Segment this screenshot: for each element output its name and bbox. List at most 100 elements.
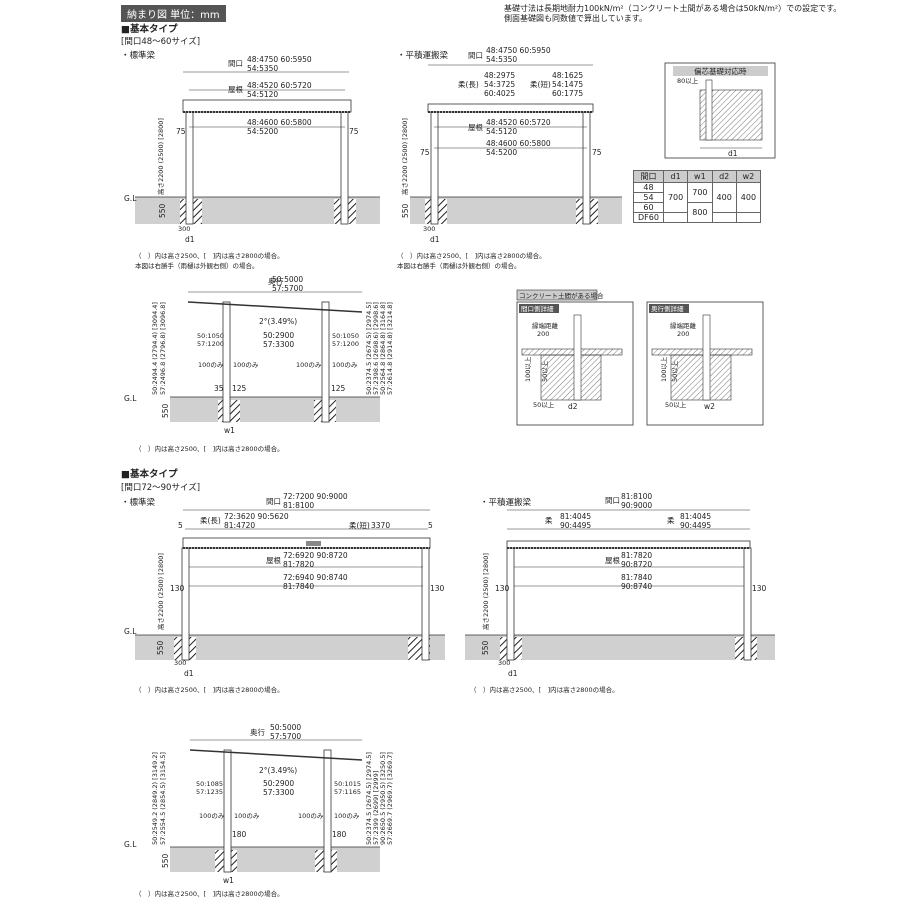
box-b-50b: 50以上 — [533, 400, 555, 409]
dim-inner2: 90:8740 — [621, 582, 652, 591]
box-b-50c: 50以上 — [670, 360, 679, 382]
note-d2-1: （ ）内は高さ2500、[ ]内は高さ2800の場合。 — [397, 251, 546, 260]
dim-post: 300 — [498, 659, 510, 667]
post-right — [323, 749, 332, 873]
note-d3: （ ）内は高さ2500、[ ]内は高さ2800の場合。 — [135, 444, 284, 453]
post-left — [223, 749, 232, 873]
dim-e5-right: 5 — [428, 521, 433, 530]
box-b-50: 50以上 — [540, 360, 549, 382]
dim-b2: 90:4495 — [560, 521, 591, 530]
label-gl: G.L — [124, 394, 137, 403]
dim-top: 81:8100 — [621, 492, 652, 501]
label-gl: G.L — [124, 840, 137, 849]
dim-rh2: 57:2399 (2699) [2999] — [372, 771, 380, 845]
ground — [170, 847, 380, 872]
note-d4: （ ）内は高さ2500、[ ]内は高さ2800の場合。 — [135, 685, 284, 694]
dim-x3: 125 — [331, 384, 346, 393]
roof-slope — [187, 301, 363, 313]
dim-l2: 57:1235 — [196, 788, 223, 796]
dim-r2: 57:1165 — [334, 788, 361, 796]
label-roof: 屋根 — [228, 84, 243, 94]
label-mag: 間口 — [605, 496, 620, 505]
post-left — [222, 301, 231, 423]
dim-r2: 57:1200 — [332, 340, 359, 348]
dim-inner2: 54:5200 — [247, 127, 278, 136]
dim-lh: 50:2494.4 (2794.4) [3094.4] — [151, 302, 159, 395]
dim-foot: 550 — [161, 853, 170, 868]
dim-only100: 100のみ — [298, 812, 324, 820]
drawing-side-72-90: 奥行 50:5000 57:5700 2°(3.49%) 50:1085 57:… — [124, 723, 394, 885]
dim-rh3: 50:2564.8 (2864.8) [3164.8] — [379, 302, 387, 395]
dim-bl2: 81:4720 — [224, 521, 255, 530]
dim-rh4: 57:2614.8 (2914.8) [3214.8] — [386, 302, 394, 395]
dim-beam-l2: 54:3725 — [484, 80, 515, 89]
dim-b2b: 90:4495 — [680, 521, 711, 530]
foundation-note-2: 側面基礎図も同数値で算出しています。 — [504, 14, 647, 23]
dim-lh2: 57:2554.5 (2854.5) [3154.5] — [159, 752, 167, 845]
dim-d1: d1 — [184, 669, 194, 678]
box-a-dim: 80以上 — [677, 76, 699, 85]
label-roof: 屋根 — [605, 555, 620, 565]
dim-b1b: 81:4045 — [680, 512, 711, 521]
dim-bl: 72:3620 90:5620 — [224, 512, 289, 521]
drawing-standard-72-90: 間口 72:7200 90:9000 81:8100 柔(長) 72:3620 … — [124, 492, 445, 678]
dim-top2: 54:5350 — [247, 64, 278, 73]
label-standard-1: ・標準梁 — [121, 51, 156, 61]
dim-rh4: 57:2669.7 (2969.7) [3269.7] — [386, 752, 394, 845]
dim-e5-left: 5 — [178, 521, 183, 530]
dim-roof: 72:6920 90:8720 — [283, 551, 348, 560]
post-left — [506, 547, 515, 661]
box-b-100: 100以上 — [523, 356, 532, 382]
dim-only100: 100のみ — [198, 361, 224, 369]
drawing-parallel-48-60: 間口 48:4750 60:5950 54:5350 柔(長) 48:2975 … — [400, 46, 622, 244]
dim-roof: 48:4520 60:5720 — [247, 81, 312, 90]
dim-slope: 2°(3.49%) — [259, 317, 297, 326]
post-right — [421, 547, 430, 661]
foundation-spec-table: 間口 d1 w1 d2 w2 48 700 700 400 400 54 60 … — [633, 170, 762, 223]
box-b-200b: 200 — [677, 330, 689, 338]
dim-rh3: 90:2650.5 (2950.5) [3250.5] — [379, 752, 387, 845]
dim-only100: 100のみ — [199, 812, 225, 820]
label-gl: G.L — [124, 627, 137, 636]
post-right — [743, 547, 752, 661]
box-b-p2: 奥行側詳細 — [651, 304, 684, 313]
dim-only100: 100のみ — [234, 812, 260, 820]
note-d1-2: 本図は右勝手（雨樋は外観右側）の場合。 — [135, 261, 259, 270]
label-depth: 奥行 — [250, 727, 265, 737]
dim-foot: 550 — [156, 640, 165, 655]
dim-d1: d1 — [430, 235, 440, 244]
box-b-200: 200 — [537, 330, 549, 338]
drawing-side-48-60: 奥行 50:5000 57:5700 2°(3.49%) 50:1050 57:… — [124, 275, 394, 435]
box-b-title: コンクリート土間がある場合 — [519, 291, 604, 300]
dim-lh2: 57:2496.8 (2796.8) [3096.8] — [159, 302, 167, 395]
section-title-1: ■基本タイプ — [121, 24, 178, 35]
dim-b1: 81:4045 — [560, 512, 591, 521]
label-beam-short: 柔(短) — [349, 520, 370, 530]
dim-edge-left: 75 — [176, 127, 186, 136]
dim-depth2: 57:5700 — [270, 732, 301, 741]
spec-cell — [662, 212, 689, 223]
dim-top2: 81:8100 — [283, 501, 314, 510]
dim-c2: 57:3300 — [263, 788, 294, 797]
box-b-100b: 100以上 — [659, 356, 668, 382]
box-b-50d: 50以上 — [665, 400, 687, 409]
dim-x1: 180 — [232, 830, 247, 839]
dim-height: 高さ2200 (2500) [2800] — [481, 553, 490, 630]
dim-130-right: 130 — [752, 584, 767, 593]
dim-x2: 180 — [332, 830, 347, 839]
label-parallel-1: ・平積運搬梁 — [397, 51, 449, 61]
dim-roof2: 90:8720 — [621, 560, 652, 569]
label-depth: 奥行 — [268, 276, 283, 286]
dim-l2: 57:1200 — [197, 340, 224, 348]
section-range-2: [間口72〜90サイズ] — [121, 483, 201, 493]
box-a-title: 偏芯基礎対応時 — [694, 66, 747, 76]
label-mag: 間口 — [468, 51, 483, 60]
dim-top: 48:4750 60:5950 — [247, 55, 312, 64]
roof-beam — [427, 103, 594, 113]
dim-roof2: 81:7820 — [283, 560, 314, 569]
dim-inner2: 81:7840 — [283, 582, 314, 591]
detail-eccentric-foundation: 偏芯基礎対応時 80以上 d1 — [664, 62, 776, 159]
drawing-parallel-72-90: 間口 81:8100 90:9000 柔 81:4045 90:4495 柔 8… — [465, 492, 775, 678]
dim-foot: 550 — [401, 203, 410, 218]
spec-header: 間口 — [633, 170, 664, 183]
